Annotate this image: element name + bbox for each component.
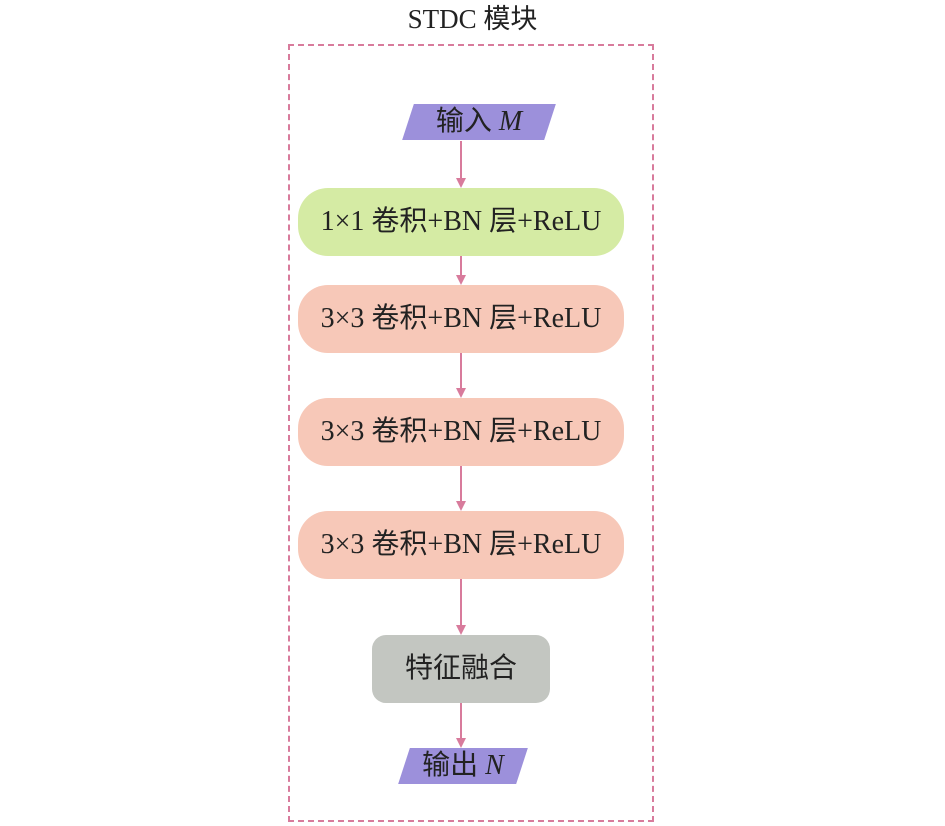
layer-3x3-conv-2: 3×3 卷积+BN 层+ReLU [298,398,624,466]
layer-1x1-conv: 1×1 卷积+BN 层+ReLU [298,188,624,256]
output-variable: N [485,750,504,781]
input-node: 输入 M [402,104,556,140]
output-label: 输出 [422,750,486,781]
output-node: 输出 N [398,748,528,784]
diagram-title: STDC 模块 [407,4,538,34]
feature-fusion-node: 特征融合 [372,635,550,703]
input-label: 输入 [435,106,499,137]
input-variable: M [498,106,523,137]
stdc-module-frame [288,44,654,822]
layer-3x3-conv-3: 3×3 卷积+BN 层+ReLU [298,511,624,579]
layer-3x3-conv-1: 3×3 卷积+BN 层+ReLU [298,285,624,353]
